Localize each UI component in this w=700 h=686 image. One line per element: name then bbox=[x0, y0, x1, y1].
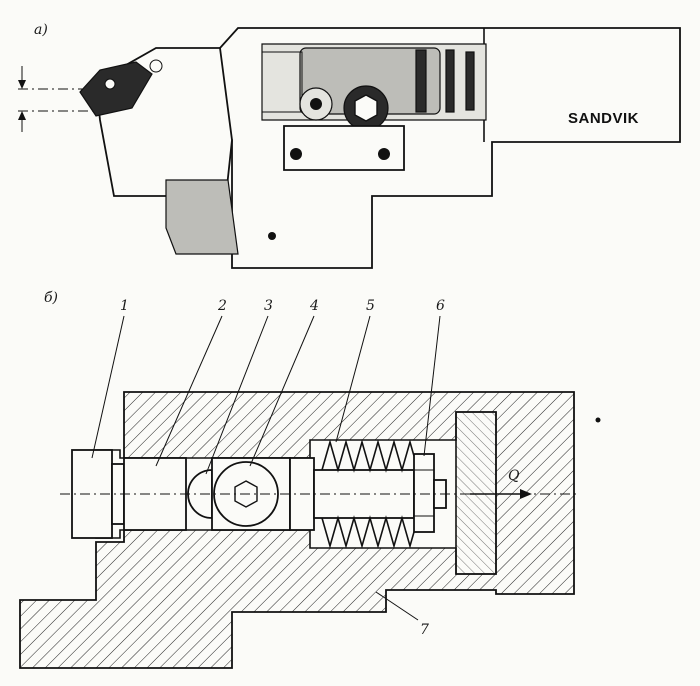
round-pin-center bbox=[310, 98, 322, 110]
part-label-5: 5 bbox=[366, 298, 375, 314]
cylinder-cap bbox=[261, 51, 303, 113]
part-label-2: 2 bbox=[217, 298, 227, 314]
scan-dot bbox=[595, 417, 601, 423]
leader-lines bbox=[91, 315, 441, 621]
brand-label: SANDVIK bbox=[568, 110, 639, 127]
part-label-3: 3 bbox=[264, 298, 273, 314]
clamp-plate bbox=[283, 125, 405, 171]
part-label-4: 4 bbox=[309, 298, 319, 314]
part-label-1: 1 bbox=[120, 298, 129, 314]
clamp-hole-2 bbox=[378, 148, 390, 160]
panel-a-label: а) bbox=[34, 22, 48, 38]
cutting-insert bbox=[79, 61, 153, 117]
end-plug bbox=[455, 411, 497, 575]
small-screw-dot bbox=[268, 232, 276, 240]
panel-b-label: б) bbox=[44, 290, 58, 306]
force-arrowhead bbox=[520, 489, 532, 499]
force-label: Q bbox=[508, 468, 520, 484]
panel-b-section: б) Q bbox=[19, 290, 601, 669]
cylinder-ring-2 bbox=[445, 49, 455, 113]
hex-socket-icon bbox=[354, 94, 378, 122]
clamp-screw-hole bbox=[149, 59, 163, 73]
lower-shoe bbox=[165, 179, 239, 255]
panel-a-illustration: а) SANDVIK bbox=[18, 22, 681, 269]
cylinder-ring-1 bbox=[415, 49, 427, 113]
clamp-hole-1 bbox=[290, 148, 302, 160]
part-label-7: 7 bbox=[420, 622, 429, 638]
cylinder-ring-3 bbox=[465, 51, 475, 111]
part-6-nut bbox=[413, 453, 435, 533]
insert-hole bbox=[104, 78, 116, 90]
part-label-6: 6 bbox=[436, 298, 445, 314]
